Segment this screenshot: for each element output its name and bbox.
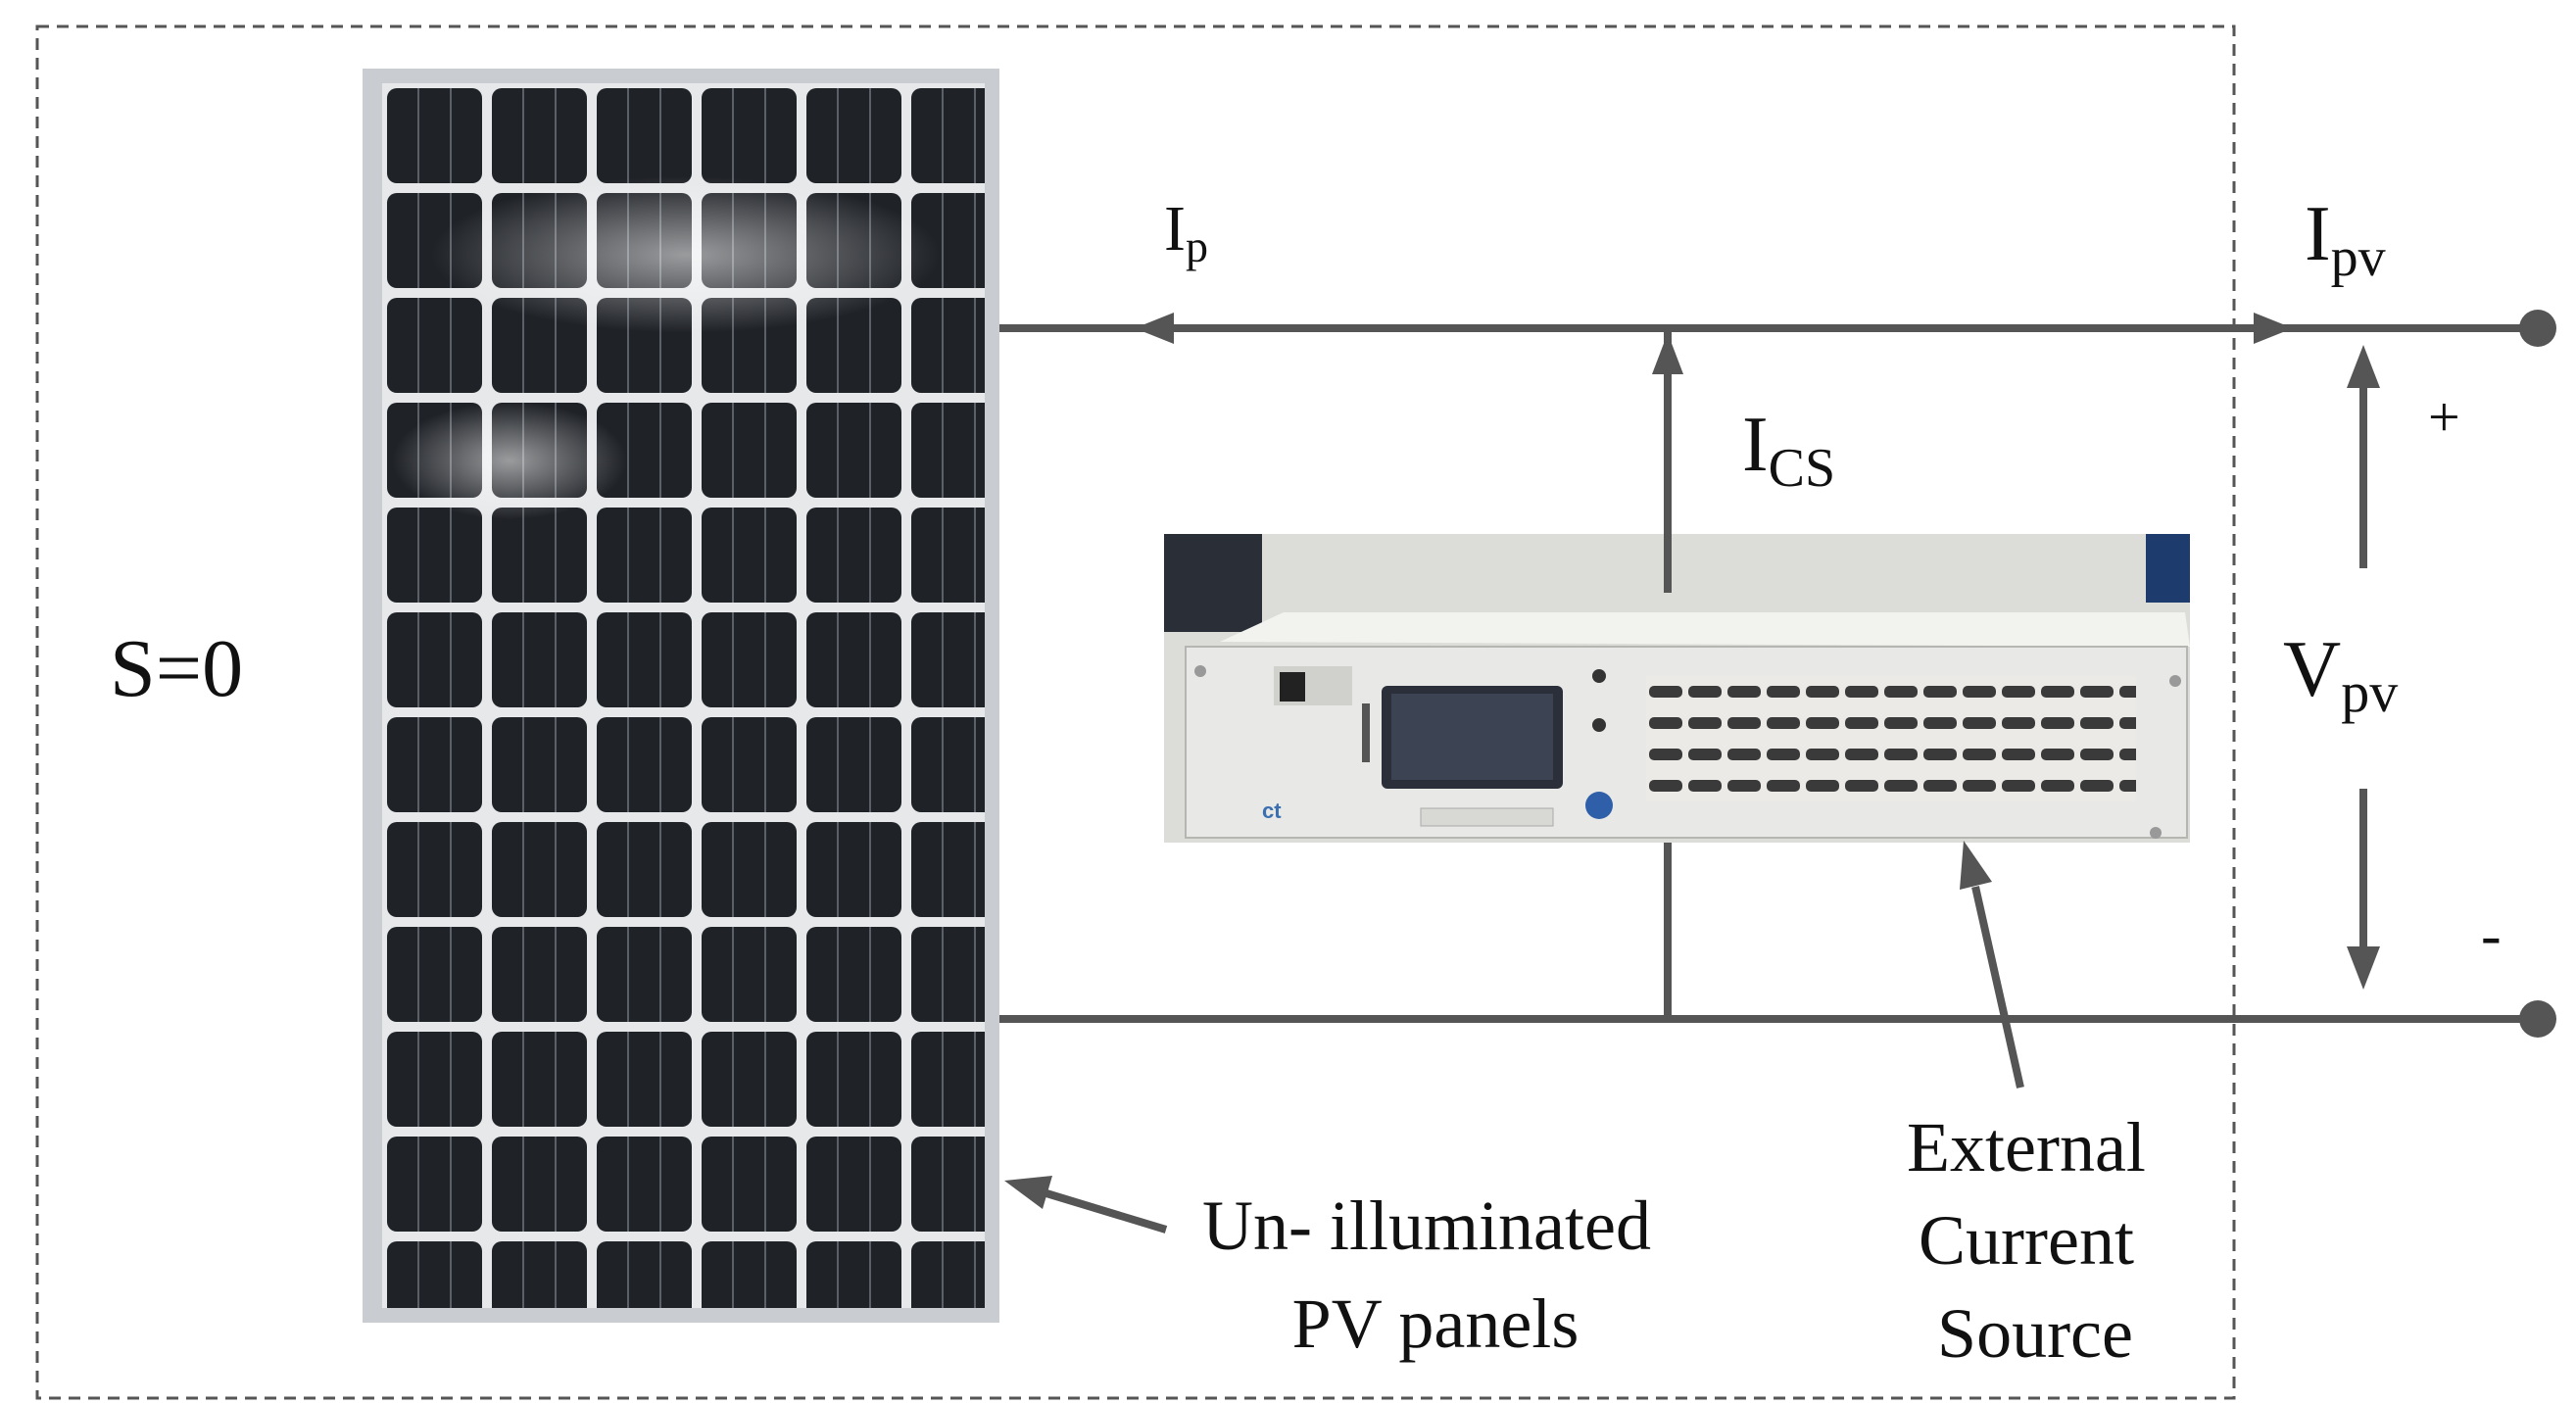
cs-annotation: External Current Source xyxy=(1907,1108,2163,1373)
pv-panel-photo xyxy=(363,69,999,1323)
positive-terminal-icon xyxy=(2519,310,2556,347)
pv-pointer-arrow-icon xyxy=(1004,1176,1052,1209)
pv-pointer-shaft xyxy=(1045,1189,1168,1234)
current-source-photo: ct xyxy=(1164,534,2190,843)
negative-terminal-icon xyxy=(2519,1000,2556,1038)
ics-arrow-icon xyxy=(1652,333,1683,374)
cs-pointer-arrow-icon xyxy=(1960,841,1992,890)
dashed-enclosure xyxy=(35,24,2236,1400)
ipv-arrow-icon xyxy=(2254,313,2293,344)
plus-label: + xyxy=(2428,385,2460,449)
vpv-label: Vpv xyxy=(2283,624,2398,724)
state-label: S=0 xyxy=(110,623,243,714)
ip-arrow-icon xyxy=(1135,313,1174,344)
ipv-label: Ipv xyxy=(2305,191,2386,288)
cs-pointer-shaft xyxy=(1971,886,2024,1089)
vpv-up-arrow-icon xyxy=(2347,345,2380,388)
svg-text:ct: ct xyxy=(1262,799,1282,823)
ip-label: Ip xyxy=(1164,193,1208,271)
ics-label: ICS xyxy=(1742,402,1835,499)
vpv-down-arrow-icon xyxy=(2347,946,2380,990)
pv-annotation: Un- illuminated PV panels xyxy=(1202,1186,1669,1363)
minus-label: - xyxy=(2481,902,2502,969)
